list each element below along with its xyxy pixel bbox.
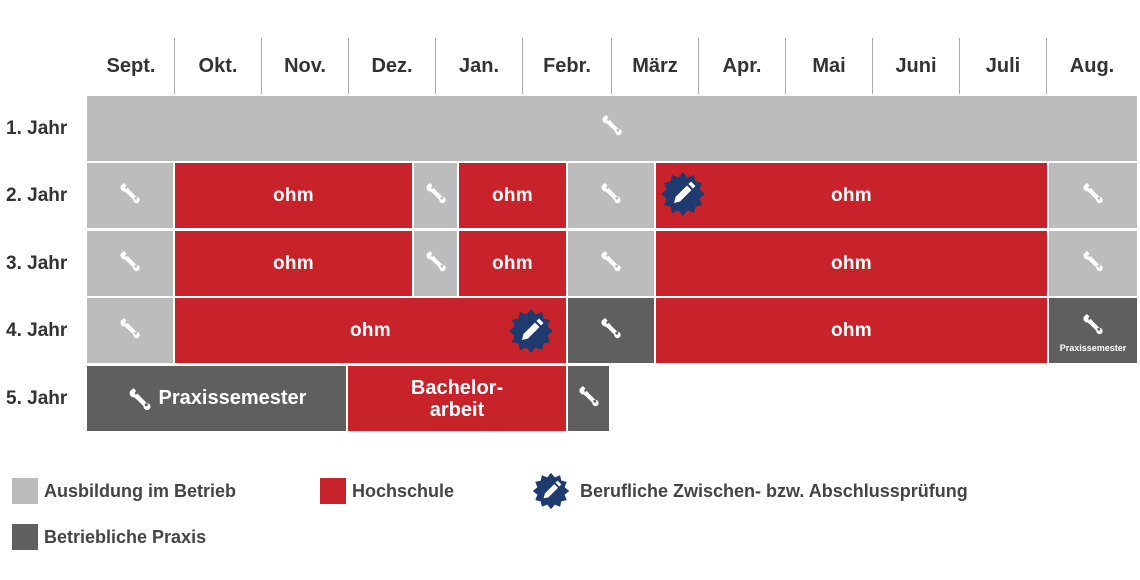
- year1-ausbildung-block: [87, 96, 1137, 161]
- month-divider: [261, 38, 262, 94]
- year5-maerz-praxis: [568, 366, 609, 431]
- wrench-icon: [118, 181, 142, 210]
- month-divider: [959, 38, 960, 94]
- year2-sept-ausbildung: [87, 163, 173, 228]
- year5-praxissemester-block: Praxissemester: [87, 366, 346, 431]
- month-divider: [174, 38, 175, 94]
- month-header-sept: Sept.: [106, 54, 156, 77]
- month-divider: [348, 38, 349, 94]
- exam-badge-pencil-icon: [509, 309, 553, 353]
- year5-bachelorarbeit-block: Bachelor- arbeit: [348, 366, 566, 431]
- year2-hochschule-block-3: ohm: [656, 163, 1047, 228]
- row-label-year-2: 2. Jahr: [6, 185, 68, 206]
- legend-label-praxis: Betriebliche Praxis: [44, 527, 207, 547]
- ohm-logo: ohm: [349, 319, 391, 341]
- year3-maerz-ausbildung: [568, 231, 654, 296]
- wrench-icon: [599, 316, 623, 345]
- praxissemester-small-label: Praxissemester: [1059, 343, 1127, 353]
- month-header-apr: Apr.: [722, 54, 762, 77]
- month-divider: [435, 38, 436, 94]
- wrench-icon: [600, 113, 624, 142]
- month-divider: [522, 38, 523, 94]
- month-header-febr: Febr.: [543, 54, 591, 77]
- ohm-logo: ohm: [272, 252, 314, 274]
- month-divider: [611, 38, 612, 94]
- year2-aug-ausbildung: [1049, 163, 1137, 228]
- year2-hochschule-block-2: ohm: [459, 163, 566, 228]
- row-label-year-5: 5. Jahr: [6, 388, 68, 409]
- year2-jan-ausbildung: [414, 163, 457, 228]
- year3-hochschule-block-2: ohm: [459, 231, 566, 296]
- wrench-icon: [424, 249, 448, 278]
- year4-sept-ausbildung: [87, 298, 173, 363]
- year3-hochschule-block-3: ohm: [656, 231, 1047, 296]
- month-header-aug: Aug.: [1069, 54, 1115, 77]
- year3-hochschule-block-1: ohm: [175, 231, 412, 296]
- year4-hochschule-block-2: ohm: [656, 298, 1047, 363]
- row-label-year-1: 1. Jahr: [6, 118, 68, 139]
- year3-aug-ausbildung: [1049, 231, 1137, 296]
- legend-swatch-ausbildung: [12, 478, 38, 504]
- year4-hochschule-block-1: ohm: [175, 298, 566, 363]
- month-header-mai: Mai: [812, 54, 846, 77]
- month-divider: [1046, 38, 1047, 94]
- praxissemester-label: Praxissemester: [158, 387, 307, 409]
- month-header-juli: Juli: [985, 54, 1021, 77]
- wrench-icon: [599, 181, 623, 210]
- month-divider: [872, 38, 873, 94]
- year4-aug-praxissemester: Praxissemester: [1049, 298, 1137, 363]
- ohm-logo: ohm: [491, 252, 533, 274]
- wrench-icon: [1081, 249, 1105, 278]
- row-label-year-4: 4. Jahr: [6, 320, 68, 341]
- wrench-icon: [118, 249, 142, 278]
- legend-swatch-praxis: [12, 524, 38, 550]
- year4-maerz-praxis: [568, 298, 654, 363]
- wrench-icon: [118, 316, 142, 345]
- bachelorarbeit-label-line2: arbeit: [429, 398, 485, 421]
- ohm-logo: ohm: [830, 252, 872, 274]
- wrench-icon: [424, 181, 448, 210]
- wrench-icon: [127, 386, 153, 412]
- year3-jan-ausbildung: [414, 231, 457, 296]
- ohm-logo: ohm: [830, 184, 872, 206]
- month-header-jan: Jan.: [458, 54, 500, 77]
- ohm-logo: ohm: [491, 184, 533, 206]
- legend-swatch-hochschule: [320, 478, 346, 504]
- month-header-juni: Juni: [895, 54, 937, 77]
- month-header-nov: Nov.: [284, 54, 326, 77]
- month-header-okt: Okt.: [198, 54, 238, 77]
- month-header-dez: Dez.: [371, 54, 413, 77]
- legend-label-hochschule: Hochschule: [352, 481, 455, 501]
- wrench-icon: [599, 249, 623, 278]
- wrench-icon: [1081, 312, 1105, 341]
- ohm-logo: ohm: [272, 184, 314, 206]
- legend-label-ausbildung: Ausbildung im Betrieb: [44, 481, 237, 501]
- legend-exam-badge-icon: [532, 472, 570, 510]
- month-divider: [785, 38, 786, 94]
- year2-hochschule-block-1: ohm: [175, 163, 412, 228]
- year3-sept-ausbildung: [87, 231, 173, 296]
- wrench-icon: [1081, 181, 1105, 210]
- month-divider: [698, 38, 699, 94]
- exam-badge-pencil-icon: [661, 172, 705, 216]
- ohm-logo: ohm: [830, 319, 872, 341]
- row-label-year-3: 3. Jahr: [6, 253, 68, 274]
- year2-maerz-ausbildung: [568, 163, 654, 228]
- bachelorarbeit-label-line1: Bachelor-: [410, 376, 504, 399]
- legend-label-pruefung: Berufliche Zwischen- bzw. Abschlussprüfu…: [580, 481, 968, 501]
- wrench-icon: [577, 384, 601, 413]
- month-header-maerz: März: [632, 54, 678, 77]
